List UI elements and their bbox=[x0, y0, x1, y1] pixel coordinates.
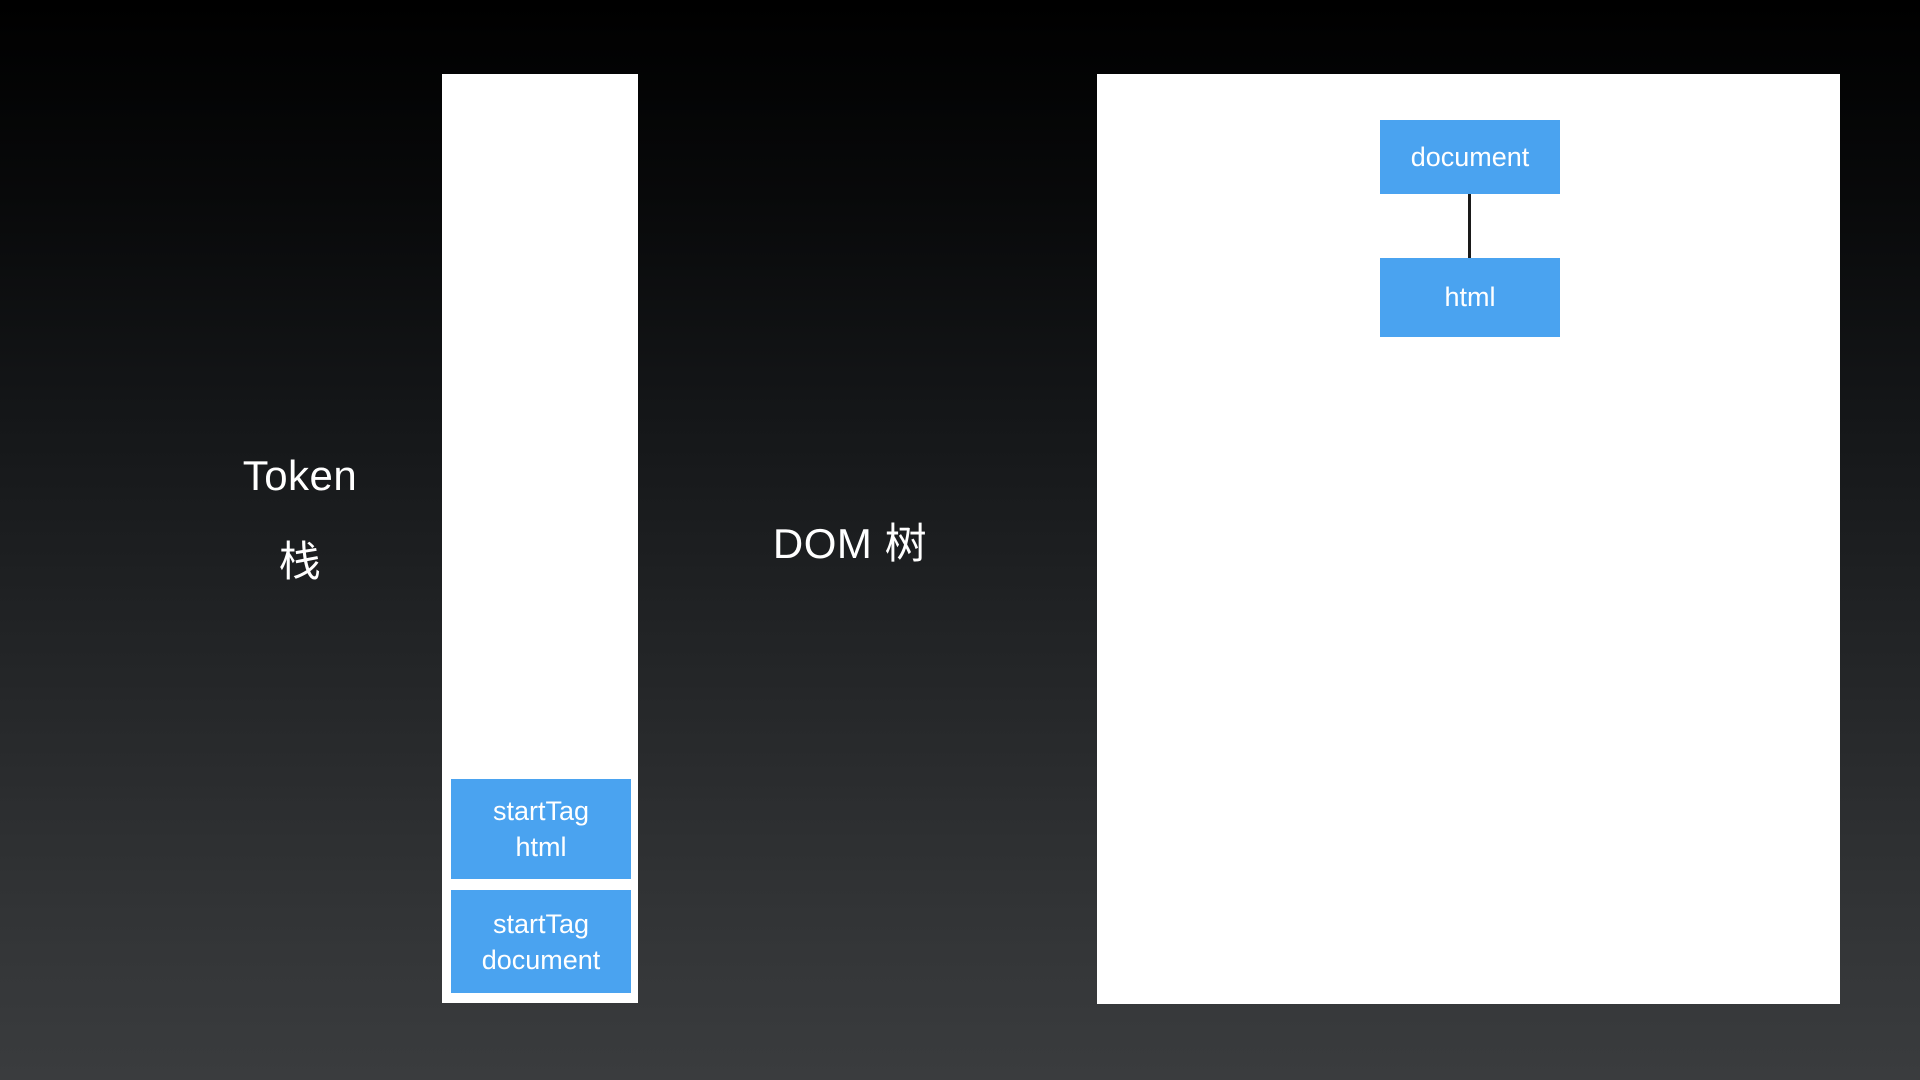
stack-item-line2: document bbox=[481, 944, 601, 975]
dom-node-html[interactable]: html bbox=[1380, 258, 1560, 337]
stack-item[interactable]: startTag html bbox=[451, 779, 631, 879]
stack-item-line2: html bbox=[515, 832, 567, 862]
stack-item-line1: startTag bbox=[492, 796, 590, 826]
token-stack-label-line2: 栈 bbox=[278, 538, 322, 585]
token-stack-label-line1: Token bbox=[242, 452, 358, 499]
dom-node-document[interactable]: document bbox=[1380, 120, 1560, 194]
stack-item-line1: startTag bbox=[492, 908, 590, 939]
dom-tree-panel: document html bbox=[1097, 74, 1840, 1004]
stack-item[interactable]: startTag document bbox=[451, 890, 631, 993]
dom-tree-label: DOM 树 bbox=[772, 520, 928, 567]
token-stack-label: Token 栈 bbox=[150, 455, 450, 583]
token-stack-panel: startTag html startTag document bbox=[442, 74, 638, 1003]
dom-tree-edge bbox=[1468, 194, 1471, 258]
